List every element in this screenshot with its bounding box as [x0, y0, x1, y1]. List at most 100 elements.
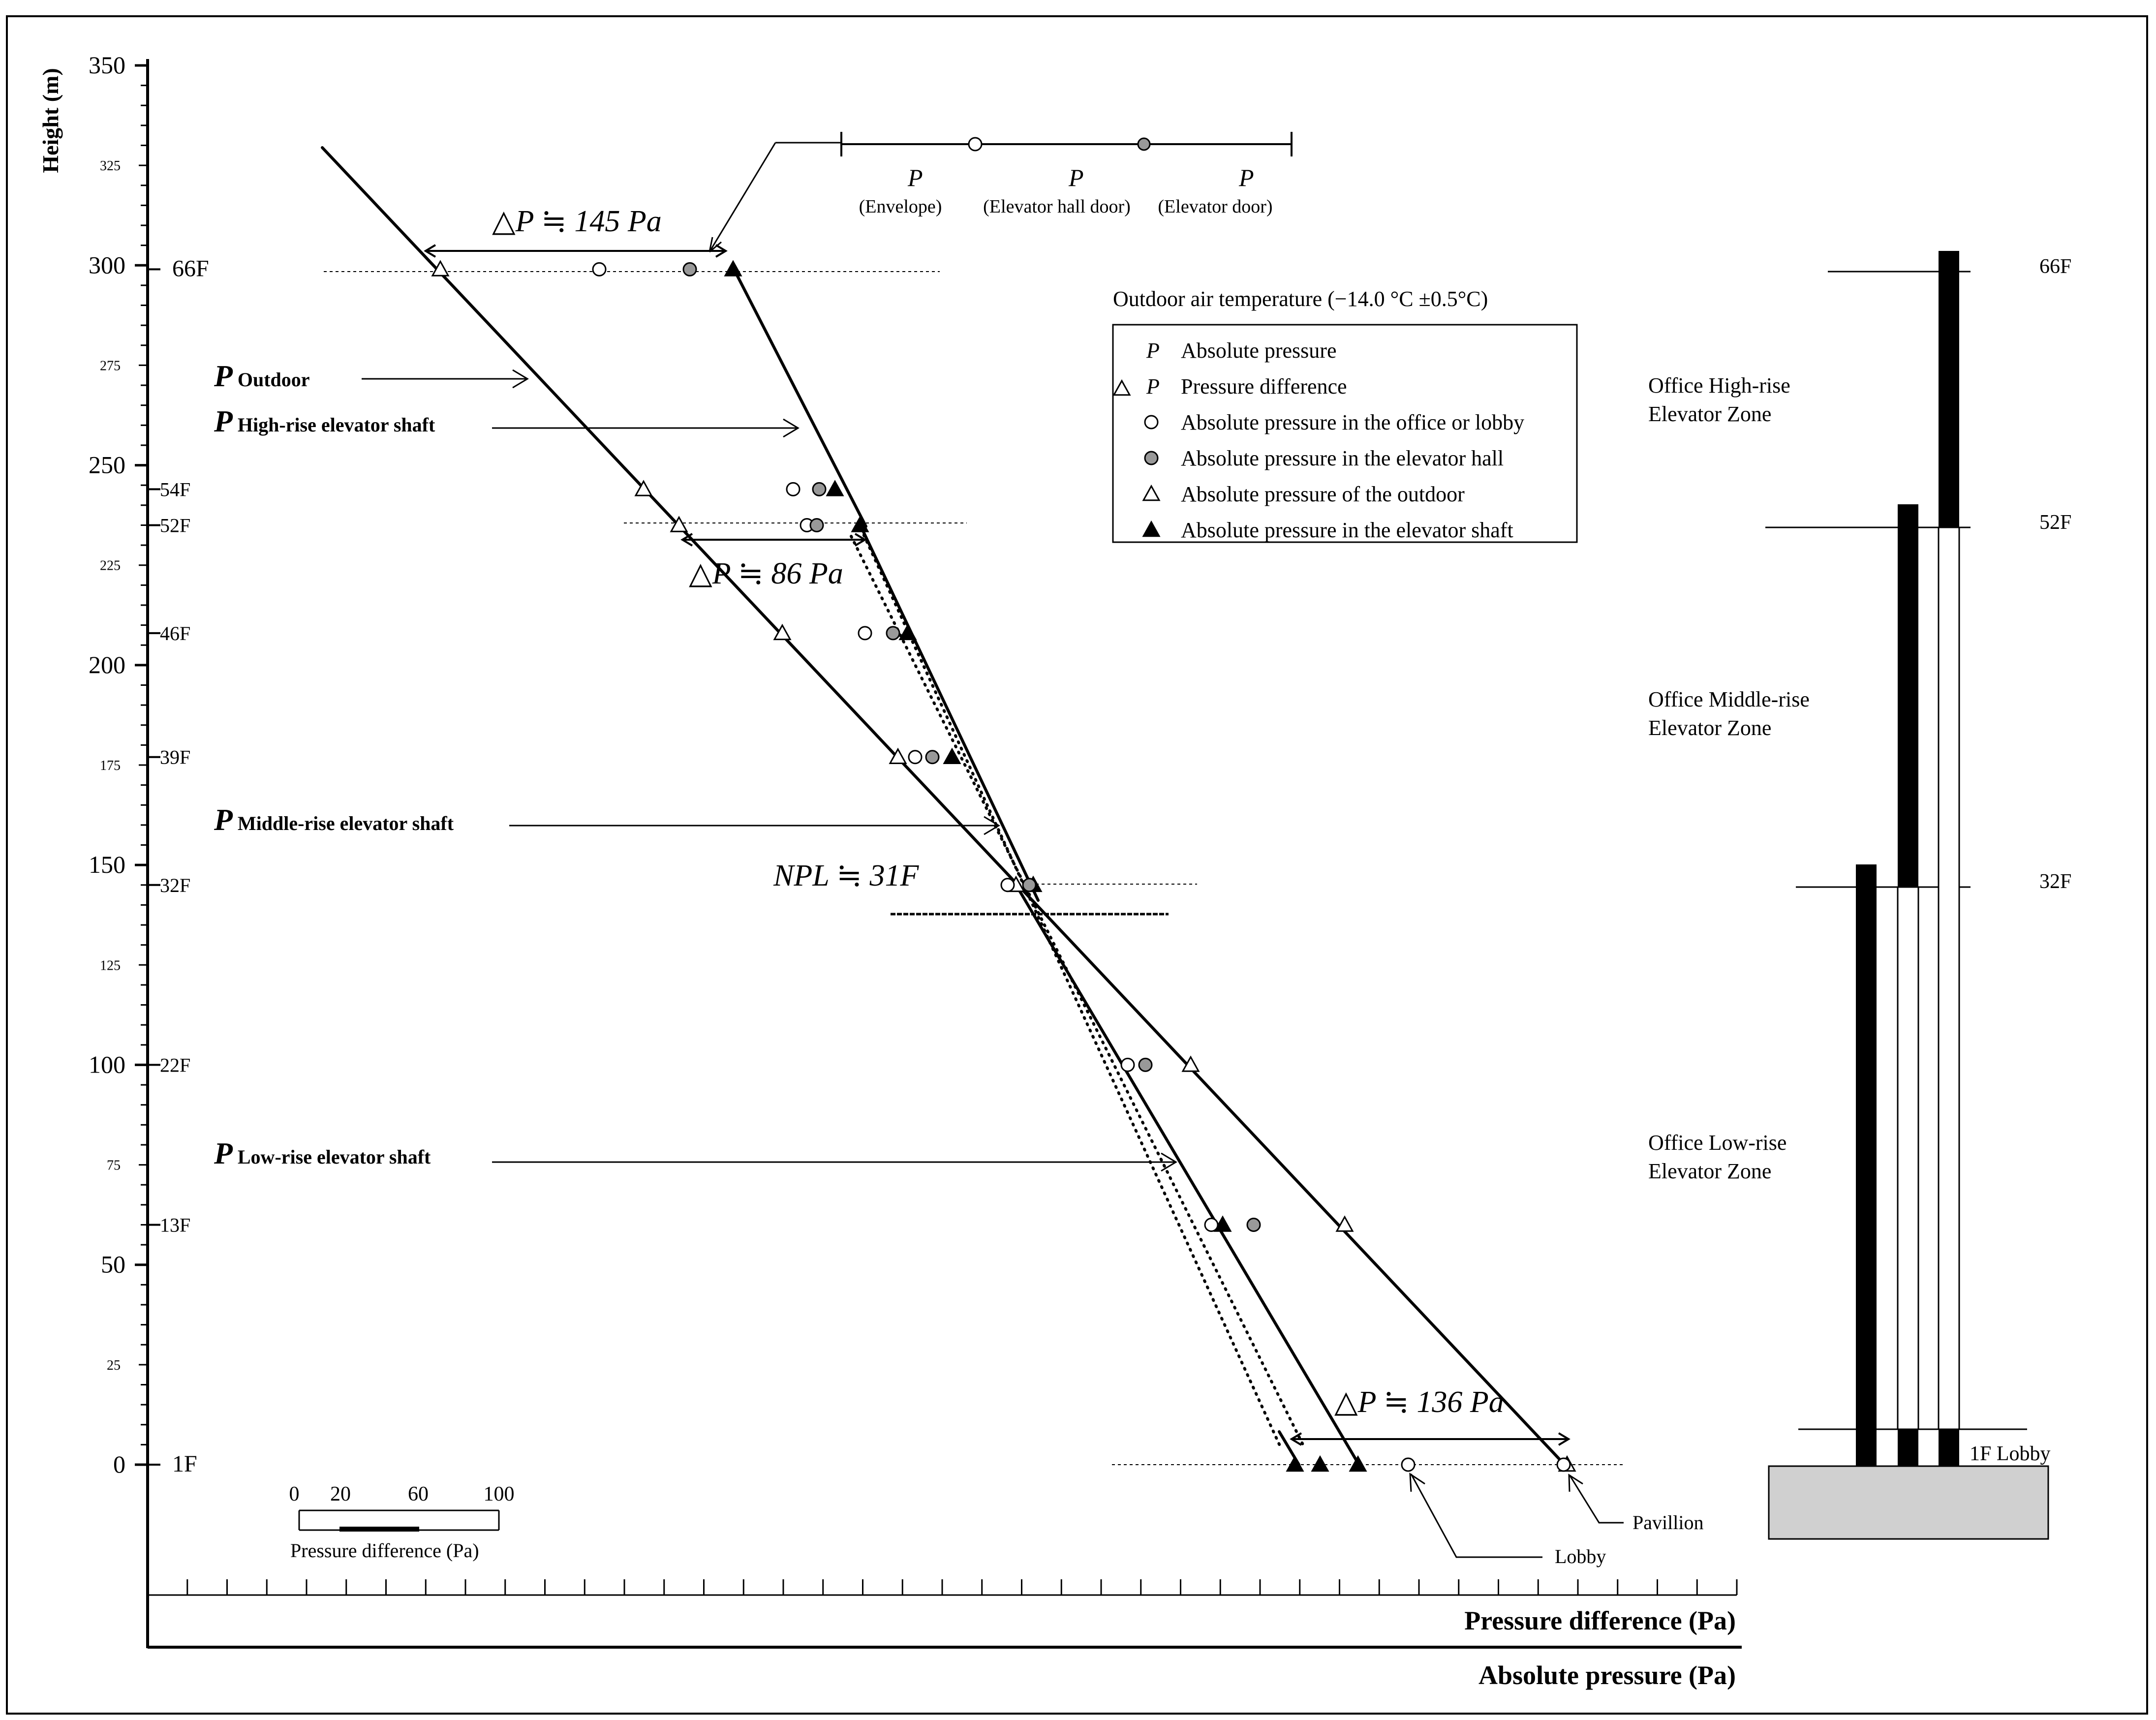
dp-key-open-circle — [968, 137, 983, 152]
legend-entry-label: Pressure difference — [1181, 374, 1347, 399]
npl-label: NPL ≒ 31F — [773, 859, 920, 892]
x-axis-ticks — [147, 1579, 1738, 1595]
building-section: 66F 52F 32F Office High-rise Elevator Zo… — [1648, 251, 2071, 1540]
zone-low-line1: Office Low-rise — [1648, 1131, 1786, 1155]
lobby-pavillion-callouts — [1409, 1473, 1624, 1558]
high-rise-shaft-body — [1938, 526, 1960, 1430]
scale-tick-20: 20 — [330, 1483, 351, 1505]
dp-top-label: △P ≒ 145 Pa — [492, 205, 662, 238]
office-pressure-point — [1000, 878, 1015, 892]
high-rise-shaft-bottom — [1939, 1429, 1959, 1466]
y-tick-label: 0 — [113, 1450, 125, 1478]
dp-key-label-hall-door: (Elevator hall door) — [983, 196, 1131, 217]
legend-entry-label: Absolute pressure of the outdoor — [1181, 482, 1465, 506]
legend-symbol-p: P — [1146, 338, 1160, 363]
y-minor-tick-label: 325 — [100, 158, 121, 174]
y-minor-tick-label: 25 — [107, 1358, 121, 1373]
building-floor-66f: 66F — [2039, 255, 2071, 278]
figure-frame — [6, 15, 2148, 1715]
elevator-hall-pressure-point — [809, 518, 824, 532]
envelope-dotted-line-1 — [860, 527, 1282, 1448]
building-floor-32f: 32F — [2039, 870, 2071, 893]
office-pressure-point — [1401, 1457, 1416, 1472]
floor-label: 54F — [160, 478, 190, 500]
shaft-pressure-point — [826, 480, 844, 496]
outdoor-pressure-point — [773, 623, 792, 641]
office-pressure-point — [1120, 1057, 1135, 1072]
floor-label: 32F — [160, 874, 190, 896]
outdoor-pressure-point — [670, 516, 688, 532]
elevator-hall-pressure-point — [886, 626, 900, 641]
legend-entry-label: Absolute pressure in the elevator shaft — [1181, 518, 1513, 542]
low-rise-shaft — [1856, 864, 1877, 1466]
x-axis-label-upper: Pressure difference (Pa) — [1464, 1606, 1736, 1635]
scale-tick-0: 0 — [289, 1483, 300, 1505]
mid-rise-shaft-top — [1898, 504, 1918, 887]
y-minor-tick-label: 225 — [100, 558, 121, 574]
shaft-pressure-point — [1311, 1455, 1329, 1472]
dp-key-label-envelope: (Envelope) — [859, 196, 942, 217]
mid-rise-shaft-bottom — [1898, 1429, 1918, 1466]
legend-box — [1112, 324, 1578, 543]
y-tick-label: 50 — [101, 1251, 125, 1278]
shaft-pressure-point — [943, 747, 961, 765]
pressure-label-arrows — [362, 369, 1177, 1172]
outdoor-pressure-line — [321, 146, 1566, 1466]
lobby-slab — [1768, 1465, 2049, 1540]
pressure-profile-lines — [321, 146, 1566, 1466]
scale-tick-100: 100 — [484, 1483, 515, 1505]
dp-key-label-elevator-door: (Elevator door) — [1158, 196, 1272, 217]
y-tick-label: 250 — [89, 451, 125, 479]
outdoor-pressure-point — [634, 480, 653, 496]
dp-bottom-label: △P ≒ 136 Pa — [1334, 1385, 1504, 1419]
outdoor-pressure-point — [1181, 1055, 1200, 1072]
mid-rise-shaft-body — [1897, 886, 1919, 1430]
outdoor-pressure-point — [431, 260, 450, 276]
dp-key-symbol-envelope: P — [907, 164, 923, 191]
office-pressure-point — [858, 626, 872, 641]
y-minor-tick-label: 125 — [100, 958, 121, 973]
legend-entry-label: Absolute pressure in the office or lobby — [1181, 410, 1524, 434]
elevator-hall-pressure-point — [925, 750, 940, 765]
scale-bar: 0 20 60 100 Pressure difference (Pa) — [289, 1483, 515, 1562]
floor-label: 39F — [160, 746, 190, 768]
elevator-hall-pressure-point — [1022, 878, 1037, 892]
legend-entry-label: Absolute pressure in the elevator hall — [1181, 446, 1504, 470]
dp-key-symbol-hall-door: P — [1068, 164, 1084, 191]
shaft-pressure-point — [724, 260, 742, 276]
elevator-hall-pressure-point — [812, 482, 827, 496]
shaft-pressure-point — [851, 516, 869, 532]
y-tick-label: 350 — [89, 51, 125, 79]
zone-high-line1: Office High-rise — [1648, 373, 1790, 398]
y-axis-label: Height (m) — [38, 68, 63, 173]
dp-key-labels: P P P (Envelope) (Elevator hall door) (E… — [859, 164, 1273, 217]
zone-high-line2: Elevator Zone — [1648, 402, 1771, 426]
dp-key — [708, 132, 1293, 253]
temperature-note: Outdoor air temperature (−14.0 °C ±0.5°C… — [1113, 287, 1488, 311]
building-lobby-label: 1F Lobby — [1970, 1443, 2051, 1465]
office-pressure-point — [1204, 1217, 1219, 1232]
shaft-pressure-point — [1349, 1455, 1367, 1472]
y-minor-tick-label: 275 — [100, 358, 121, 373]
outdoor-pressure-point — [1335, 1215, 1354, 1232]
shaft-pressure-point — [898, 623, 917, 641]
high-rise-shaft-line — [731, 264, 867, 528]
y-tick-label: 300 — [89, 251, 125, 278]
y-tick-label: 150 — [89, 851, 125, 878]
building-floor-52f: 52F — [2039, 511, 2071, 534]
office-pressure-point — [786, 482, 801, 496]
legend-symbol-gray-circle — [1144, 451, 1159, 465]
office-pressure-point — [1556, 1457, 1571, 1472]
elevator-hall-pressure-point — [1138, 1057, 1153, 1072]
zone-middle-line1: Office Middle-rise — [1648, 687, 1810, 711]
dp-key-symbol-elevator-door: P — [1238, 164, 1254, 191]
scale-bar-label: Pressure difference (Pa) — [290, 1539, 479, 1562]
legend-symbol-delta — [1112, 379, 1131, 396]
floor-label: 22F — [160, 1054, 190, 1076]
legend-symbol-open-triangle — [1142, 484, 1161, 501]
